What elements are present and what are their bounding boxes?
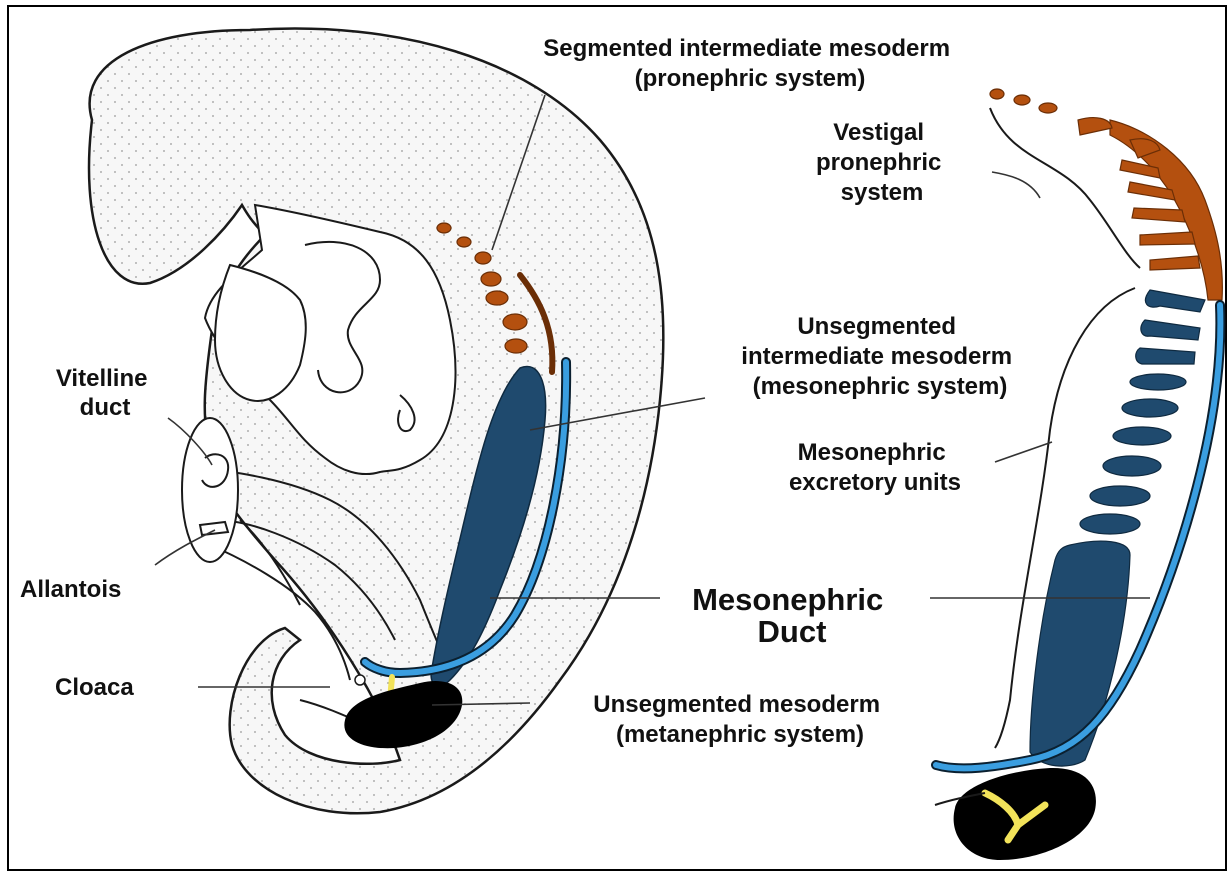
allantois-label: Allantois bbox=[20, 576, 121, 603]
cloaca-label: Cloaca bbox=[55, 674, 134, 701]
vitelline-stalk bbox=[182, 418, 238, 562]
